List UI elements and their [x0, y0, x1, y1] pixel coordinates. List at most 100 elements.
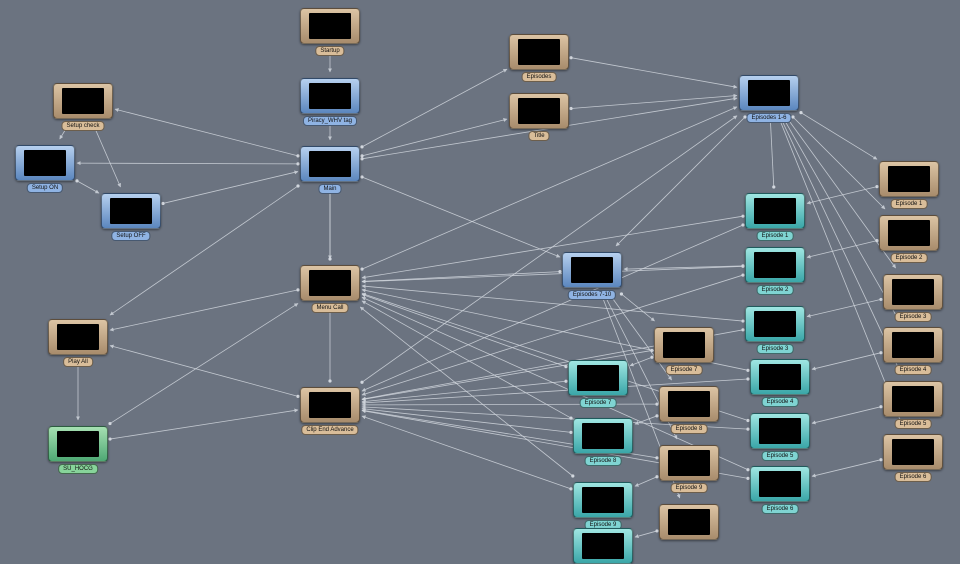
node-thumbnail	[883, 381, 943, 417]
thumbnail-screen	[668, 391, 710, 417]
thumbnail-screen	[668, 509, 710, 535]
connector-title-to-episodes_1_6	[570, 93, 738, 109]
connector-origin-dot	[746, 468, 750, 472]
node-thumbnail	[300, 8, 360, 44]
node-label: SU_HOCG	[58, 464, 98, 474]
node-menu-call[interactable]: Menu Call	[300, 265, 360, 313]
connector-ep10_script-to-ep10_clip	[634, 530, 658, 539]
node-thumbnail	[883, 274, 943, 310]
node-ep7-clip[interactable]: Episode 7	[568, 360, 628, 408]
connector-episodes_1_6-to-ep6_script	[778, 116, 904, 429]
node-label: Episode 3	[756, 344, 794, 354]
node-startup[interactable]: Startup	[300, 8, 360, 56]
connector-main-to-play_all	[109, 185, 299, 316]
connector-ep7_script-to-clip_end	[361, 350, 653, 401]
connector-episodes_1_6-to-ep4_script	[782, 116, 900, 322]
connector-episodes_7_10-to-menu_call	[361, 271, 561, 284]
node-ep4-clip[interactable]: Episode 4	[750, 359, 810, 407]
connector-origin-dot	[360, 154, 364, 158]
connector-origin-dot	[360, 175, 364, 179]
node-ep9-clip[interactable]: Episode 9	[573, 482, 633, 530]
node-ep9-script[interactable]: Episode 9	[659, 445, 719, 493]
thumbnail-screen	[582, 533, 624, 559]
node-label: Startup	[315, 46, 345, 56]
node-ep6-script[interactable]: Episode 6	[883, 434, 943, 482]
connector-ep4_script-to-ep4_clip	[811, 352, 882, 371]
thumbnail-screen	[62, 88, 104, 114]
connector-origin-dot	[741, 273, 745, 277]
connector-origin-dot	[655, 414, 659, 418]
connector-origin-dot	[879, 458, 883, 462]
node-label: Episode 7	[579, 398, 617, 408]
node-label: Setup ON	[26, 183, 64, 193]
thumbnail-screen	[892, 279, 934, 305]
node-ep3-script[interactable]: Episode 3	[883, 274, 943, 322]
node-thumbnail	[745, 247, 805, 283]
node-thumbnail	[15, 145, 75, 181]
node-ep7-script[interactable]: Episode 7	[654, 327, 714, 375]
node-ep10-clip[interactable]	[573, 528, 633, 564]
connector-origin-dot	[650, 355, 654, 359]
node-ep10-script[interactable]	[659, 504, 719, 540]
connector-origin-dot	[296, 184, 300, 188]
connector-origin-dot	[746, 418, 750, 423]
node-episodes-1-6[interactable]: Episodes 1-6	[739, 75, 799, 123]
node-label: Episodes 7-10	[567, 290, 617, 300]
node-title[interactable]: Title	[509, 93, 569, 141]
connector-ep2_clip-to-episodes_7_10	[623, 265, 744, 272]
node-label: Episodes	[521, 72, 557, 82]
connector-layer	[59, 48, 904, 539]
thumbnail-screen	[888, 220, 930, 246]
node-ep5-clip[interactable]: Episode 5	[750, 413, 810, 461]
node-setup-on[interactable]: Setup ON	[15, 145, 75, 193]
node-su-hocg[interactable]: SU_HOCG	[48, 426, 108, 474]
node-ep6-clip[interactable]: Episode 6	[750, 466, 810, 514]
connector-episodes_7_10-to-ep7_script	[621, 293, 655, 322]
node-label: Play All	[63, 357, 93, 367]
connector-origin-dot	[741, 223, 745, 227]
node-episodes-7-10[interactable]: Episodes 7-10	[562, 252, 622, 300]
node-episodes[interactable]: Episodes	[509, 34, 569, 82]
node-ep3-clip[interactable]: Episode 3	[745, 306, 805, 354]
node-thumbnail	[883, 434, 943, 470]
node-clip-end[interactable]: Clip End Advance	[300, 387, 360, 435]
node-ep2-script[interactable]: Episode 2	[879, 215, 939, 263]
connector-episodes_1_6-to-ep5_script	[779, 116, 903, 376]
node-label: Episode 1	[890, 199, 928, 209]
node-label: Episode 8	[584, 456, 622, 466]
node-thumbnail	[509, 93, 569, 129]
connector-main-to-title	[361, 118, 508, 157]
node-ep2-clip[interactable]: Episode 2	[745, 247, 805, 295]
connector-ep7_clip-to-menu_call	[361, 293, 567, 368]
node-main[interactable]: Main	[300, 146, 360, 194]
connector-ep2_clip-to-menu_call	[361, 265, 744, 284]
node-ep1-script[interactable]: Episode 1	[879, 161, 939, 209]
node-setup-check[interactable]: Setup check	[53, 83, 113, 131]
node-label: Episode 6	[761, 504, 799, 514]
connector-origin-dot	[296, 394, 300, 398]
node-play-all[interactable]: Play All	[48, 319, 108, 367]
node-setup-off[interactable]: Setup OFF	[101, 193, 161, 241]
thumbnail-screen	[759, 364, 801, 390]
connector-origin-dot	[655, 402, 659, 406]
connector-origin-dot	[655, 475, 659, 479]
connector-menu_call-to-play_all	[109, 289, 299, 332]
node-label: Episode 7	[665, 365, 703, 375]
node-ep1-clip[interactable]: Episode 1	[745, 193, 805, 241]
connector-origin-dot	[360, 145, 364, 149]
node-ep5-script[interactable]: Episode 5	[883, 381, 943, 429]
node-ep8-clip[interactable]: Episode 8	[573, 418, 633, 466]
node-ep8-script[interactable]: Episode 8	[659, 386, 719, 434]
connector-origin-dot	[746, 427, 750, 431]
thumbnail-screen	[309, 270, 351, 296]
connector-origin-dot	[743, 115, 747, 119]
connector-origin-dot	[108, 421, 112, 426]
connector-episodes_1_6-to-ep3_script	[786, 116, 896, 269]
node-piracy[interactable]: Piracy_WHV tag	[300, 78, 360, 126]
node-label: Episode 2	[890, 253, 928, 263]
node-thumbnail	[879, 161, 939, 197]
node-ep4-script[interactable]: Episode 4	[883, 327, 943, 375]
connector-ep9_script-to-ep9_clip	[634, 476, 658, 487]
connector-ep4_clip-to-clip_end	[361, 378, 749, 405]
thumbnail-screen	[892, 386, 934, 412]
